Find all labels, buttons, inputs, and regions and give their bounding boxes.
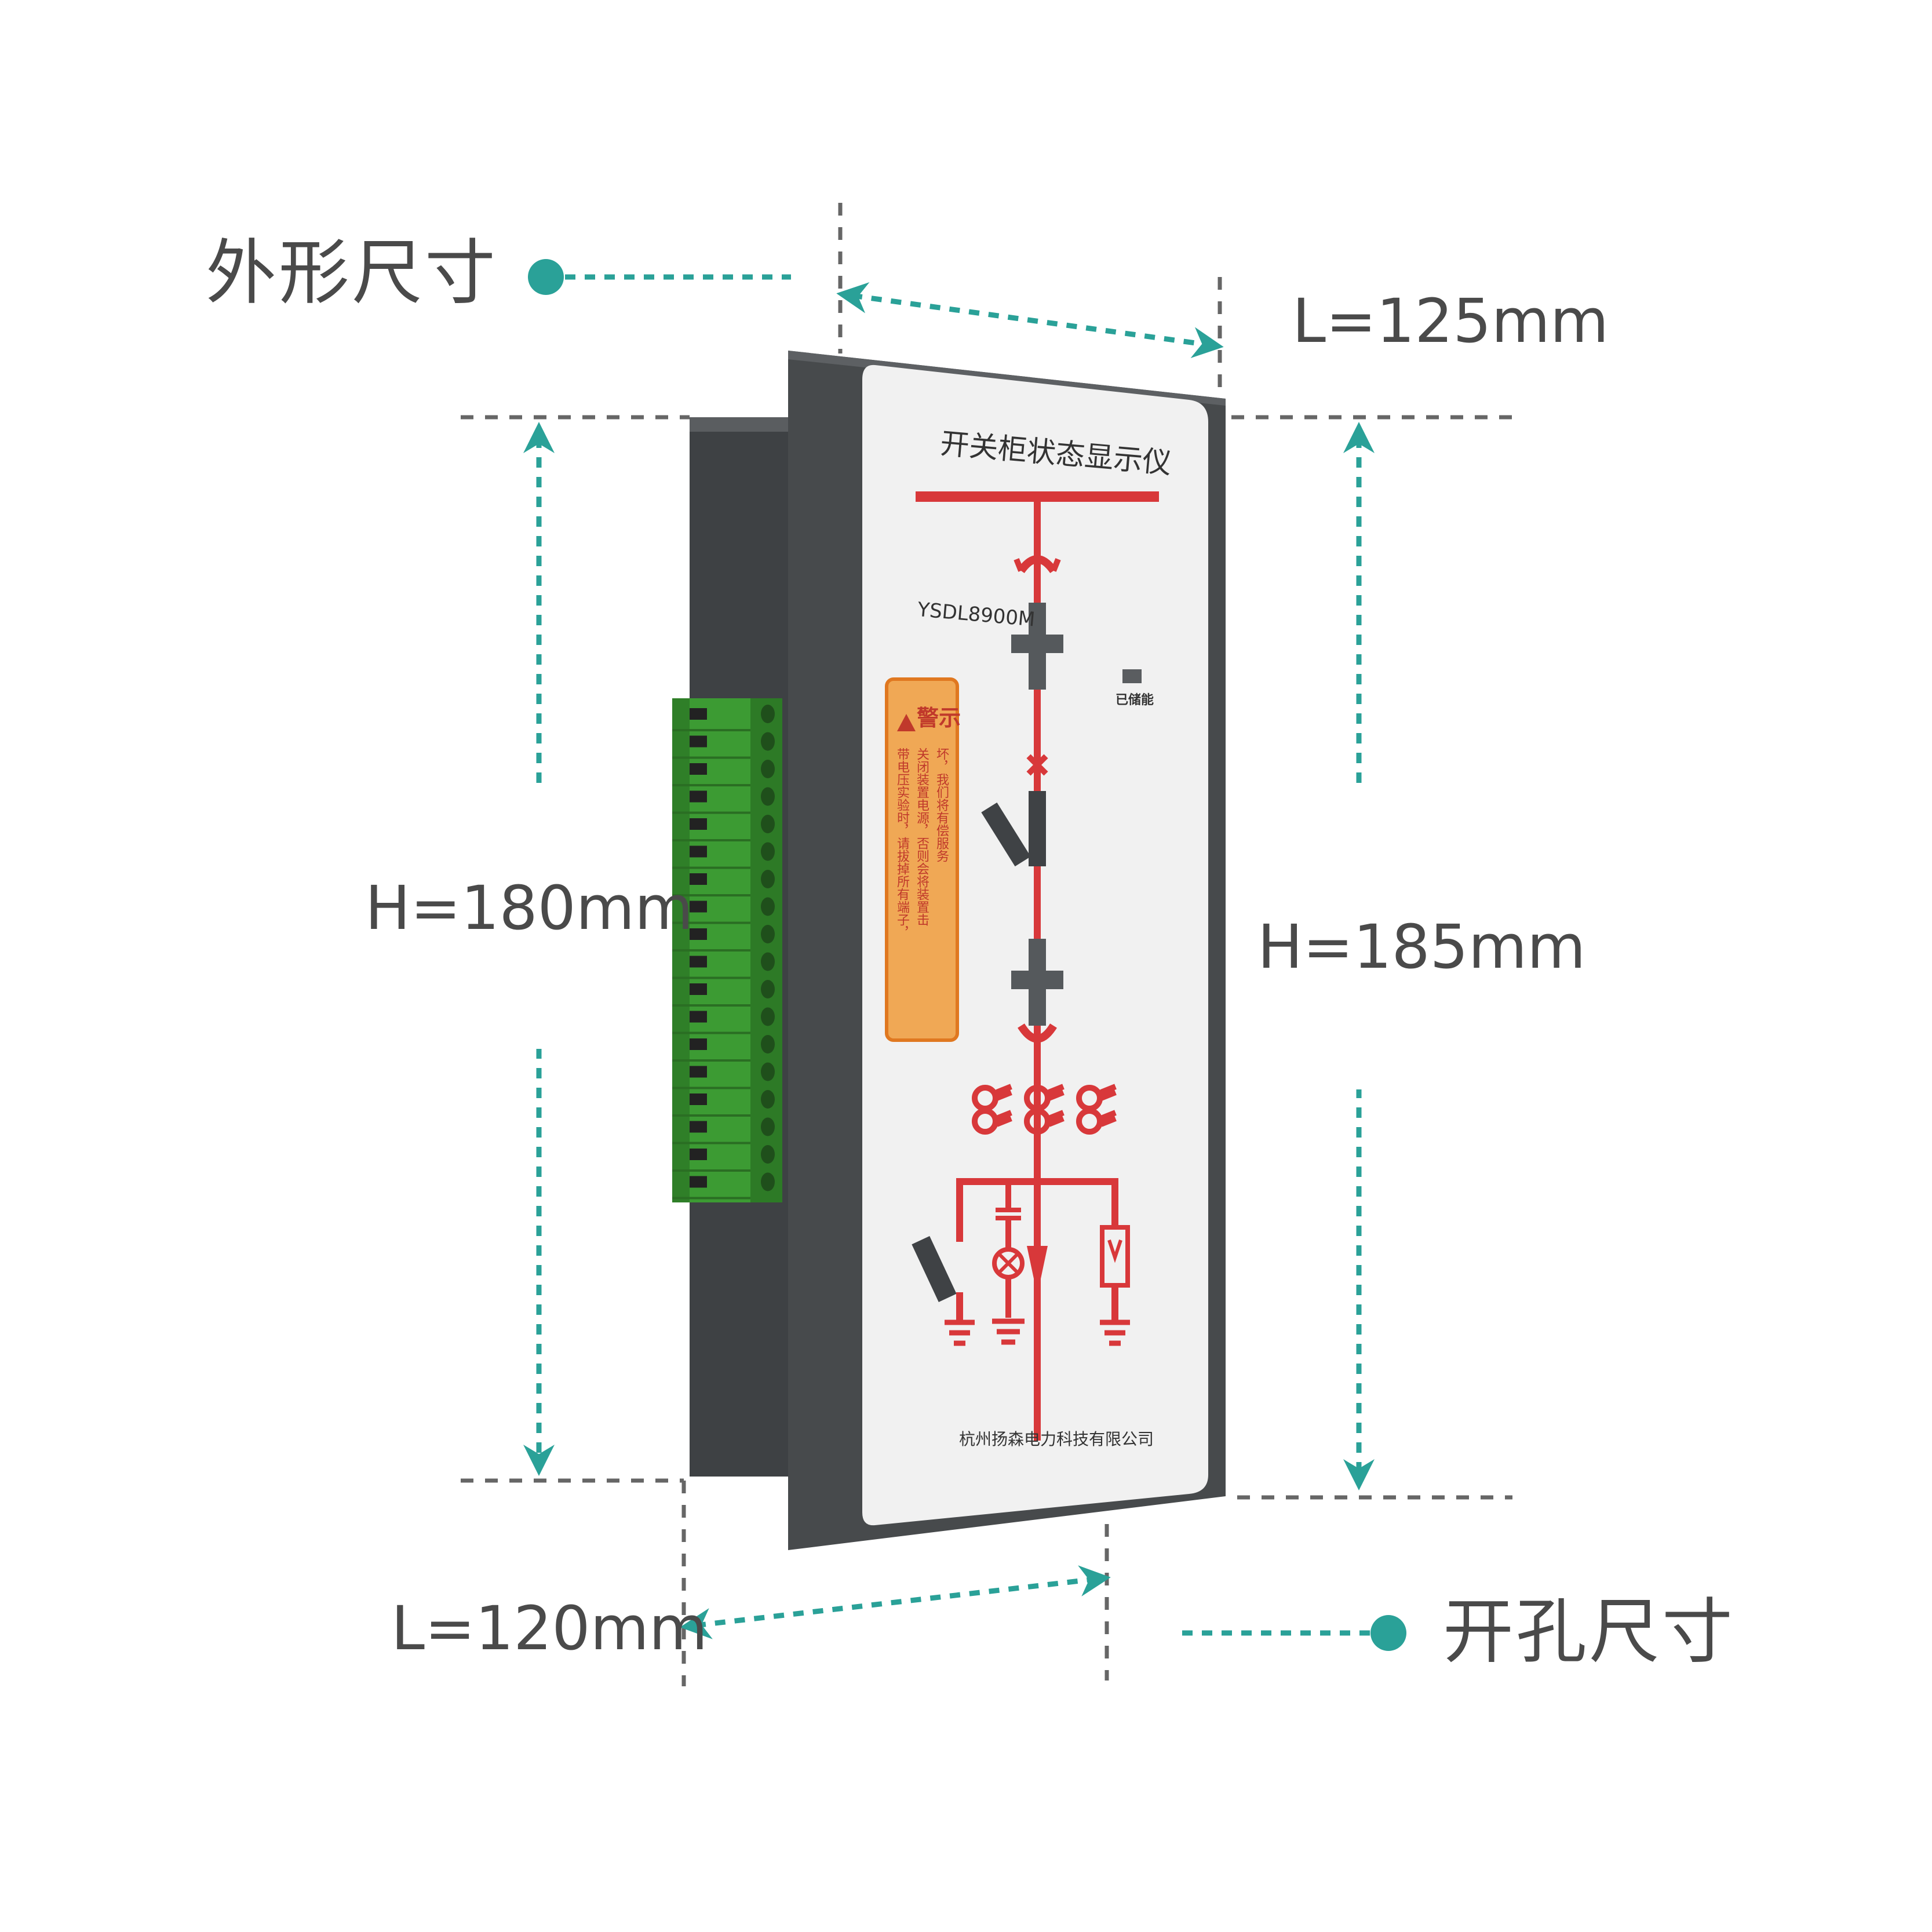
terminal-slot	[690, 845, 707, 858]
terminal-slot	[690, 928, 707, 940]
terminal-screw	[761, 842, 775, 861]
stored-energy-led	[1122, 669, 1142, 683]
terminal-slot	[690, 790, 707, 803]
terminal-screw	[761, 760, 775, 778]
outline-marker-dot	[528, 259, 564, 295]
height-180-label: H=180mm	[365, 873, 694, 943]
busbar	[916, 491, 1159, 502]
terminal-screw	[761, 897, 775, 916]
terminal-slot	[690, 1176, 707, 1188]
terminal-slot	[690, 818, 707, 830]
terminal-screw	[761, 1007, 775, 1026]
length-120-label: L=120mm	[391, 1593, 708, 1664]
ground-symbols	[945, 1318, 1130, 1346]
terminal-screw	[761, 1035, 775, 1054]
cutout-marker-dot	[1370, 1615, 1406, 1651]
terminal-screw	[761, 1145, 775, 1164]
warning-title: 警示	[917, 705, 961, 731]
company-name: 杭州扬森电力科技有限公司	[959, 1430, 1154, 1449]
terminal-screw	[761, 980, 775, 998]
terminal-slot	[690, 1011, 707, 1023]
outline-size-label: 外形尺寸	[206, 232, 498, 314]
stored-energy-label: 已储能	[1116, 693, 1154, 708]
terminal-screw	[761, 815, 775, 833]
earthing-switch-symbol	[912, 1235, 957, 1303]
terminal-screw	[761, 1117, 775, 1136]
disconnector-symbol	[1029, 791, 1046, 866]
terminal-slot	[690, 1121, 707, 1133]
width-arrow-125	[836, 282, 1224, 359]
current-transformers	[972, 1084, 1117, 1135]
terminal-slot	[690, 1149, 707, 1160]
terminal-screw	[761, 1062, 775, 1081]
terminal-screw	[761, 870, 775, 888]
terminal-screw	[761, 1090, 775, 1109]
terminal-slot	[690, 708, 707, 720]
cutout-size-label: 开孔尺寸	[1443, 1591, 1735, 1673]
terminal-slot	[690, 1066, 707, 1078]
warning-text: 坏，我们将有偿服务 关闭装置电源，否则会将装置击 带电压实验时，请拔掉所有端子，	[895, 748, 949, 939]
single-line-diagram	[912, 491, 1159, 1441]
terminal-slot	[690, 1038, 707, 1050]
terminal-slot	[690, 1093, 707, 1105]
width-arrow-120	[680, 1565, 1111, 1639]
warning-label	[885, 677, 959, 1042]
terminal-slot	[690, 735, 707, 748]
terminal-slot	[690, 956, 707, 968]
terminal-screw	[761, 1172, 775, 1191]
terminal-slot	[690, 763, 707, 775]
terminal-screw	[761, 925, 775, 943]
terminal-screw	[761, 732, 775, 751]
length-125-label: L=125mm	[1292, 286, 1609, 356]
terminal-slot	[690, 983, 707, 995]
terminal-block	[672, 698, 782, 1202]
height-185-label: H=185mm	[1257, 912, 1586, 982]
terminal-slot	[690, 873, 707, 885]
terminal-screw	[761, 787, 775, 806]
terminal-screw	[761, 705, 775, 723]
terminal-screw	[761, 952, 775, 971]
terminal-slot	[690, 901, 707, 913]
